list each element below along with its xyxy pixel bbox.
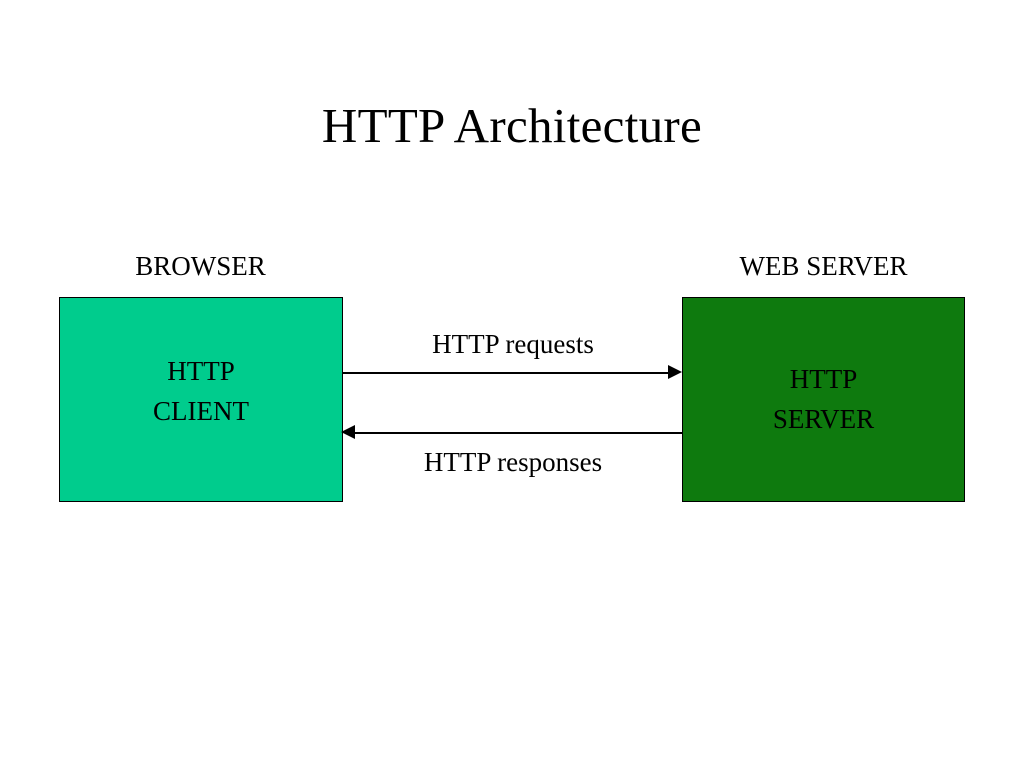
arrow-right-icon	[668, 365, 682, 379]
browser-caption: BROWSER	[135, 251, 266, 281]
http-client-label: HTTP CLIENT	[60, 351, 342, 431]
http-client-box[interactable]: HTTP CLIENT	[59, 297, 343, 502]
web-server-caption: WEB SERVER	[739, 251, 908, 281]
http-responses-label: HTTP responses	[423, 447, 603, 477]
http-server-label-line2: SERVER	[772, 404, 875, 434]
http-client-label-line2: CLIENT	[153, 396, 249, 426]
http-server-box[interactable]: HTTP SERVER	[682, 297, 965, 502]
page-title: HTTP Architecture	[321, 98, 703, 153]
http-server-label-line1: HTTP	[789, 364, 858, 394]
arrow-left-icon	[341, 425, 355, 439]
http-responses-arrow-line	[354, 432, 682, 434]
http-requests-arrow-line	[343, 372, 670, 374]
http-client-label-line1: HTTP	[167, 356, 235, 386]
http-server-label: HTTP SERVER	[683, 359, 964, 439]
http-requests-label: HTTP requests	[432, 329, 594, 359]
